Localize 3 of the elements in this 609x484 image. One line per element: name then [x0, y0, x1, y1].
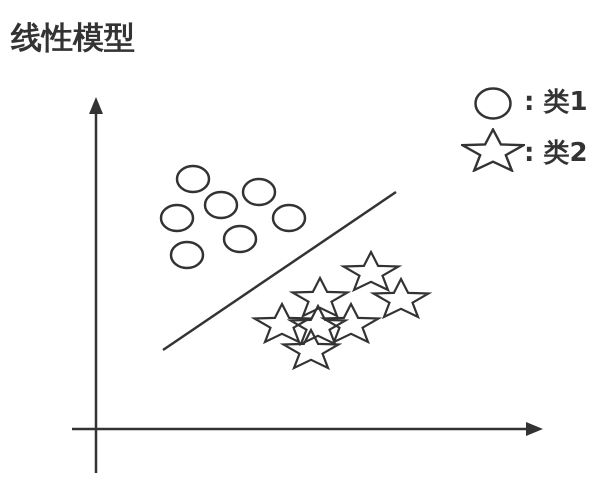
- legend-label: : 类2: [524, 140, 588, 166]
- legend-label: : 类1: [524, 89, 588, 115]
- title: 线性模型: [11, 23, 135, 54]
